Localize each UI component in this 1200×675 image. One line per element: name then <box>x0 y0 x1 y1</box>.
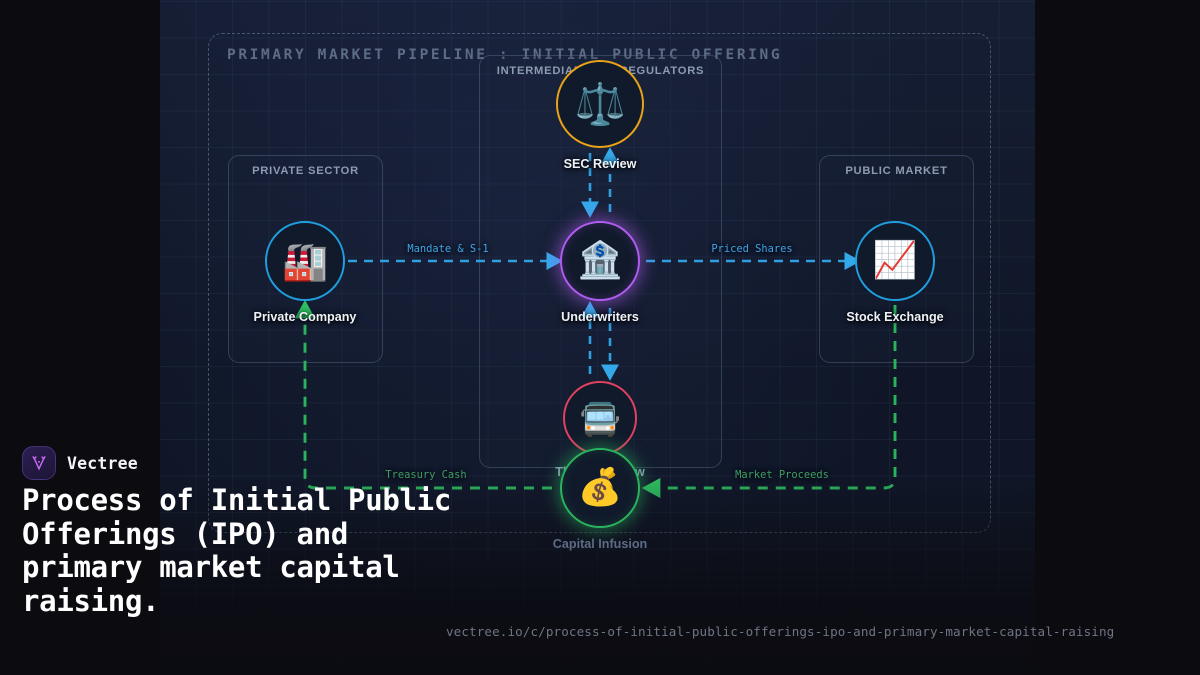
brand-row: Vectree <box>22 446 138 480</box>
balance-scale-icon: ⚖️ <box>574 79 626 128</box>
node-roadshow[interactable]: 🚍 The Roadshow <box>555 381 645 479</box>
group-label-private-sector: PRIVATE SECTOR <box>252 165 359 177</box>
edge-label-treasury-cash: Treasury Cash <box>385 469 467 481</box>
stock-exchange-ring: 📈 <box>855 221 935 301</box>
page-headline: Process of Initial Public Offerings (IPO… <box>22 483 451 618</box>
node-underwriters[interactable]: 🏦 Underwriters <box>560 221 640 324</box>
roadshow-ring: 🚍 <box>563 381 637 455</box>
node-sec-review[interactable]: ⚖️ SEC Review <box>556 60 644 171</box>
capital-infusion-ring: 💰 <box>560 448 640 528</box>
chart-increasing-icon: 📈 <box>872 240 918 281</box>
node-label-stock-exchange: Stock Exchange <box>846 310 944 324</box>
group-label-public-market: PUBLIC MARKET <box>845 165 948 177</box>
edge-market-proceeds <box>641 305 897 499</box>
underwriters-ring: 🏦 <box>560 221 640 301</box>
sec-review-ring: ⚖️ <box>556 60 644 148</box>
node-stock-exchange[interactable]: 📈 Stock Exchange <box>846 221 944 324</box>
edge-treasury-cash <box>294 299 552 490</box>
brand-name: Vectree <box>67 453 138 473</box>
money-bag-icon: 💰 <box>577 467 623 508</box>
node-capital-infusion[interactable]: 💰 Capital Infusion <box>553 448 647 551</box>
edge-label-mandate-s1: Mandate & S-1 <box>407 243 489 255</box>
edge-label-market-proceeds: Market Proceeds <box>735 469 829 481</box>
pipeline-title: PRIMARY MARKET PIPELINE : INITIAL PUBLIC… <box>227 47 783 63</box>
node-label-underwriters: Underwriters <box>561 310 639 324</box>
edge-label-priced-shares: Priced Shares <box>711 243 793 255</box>
vectree-logo-icon <box>22 446 56 480</box>
bank-icon: 🏦 <box>577 240 623 281</box>
v-tree-glyph <box>32 456 46 471</box>
node-label-sec-review: SEC Review <box>563 157 637 171</box>
page-url: vectree.io/c/process-of-initial-public-o… <box>446 624 1115 639</box>
factory-icon: 🏭 <box>281 239 329 283</box>
node-private-company[interactable]: 🏭 Private Company <box>254 221 356 324</box>
bus-icon: 🚍 <box>579 398 621 438</box>
node-label-capital-infusion: Capital Infusion <box>552 537 648 551</box>
node-label-private-company: Private Company <box>253 310 357 324</box>
private-company-ring: 🏭 <box>265 221 345 301</box>
